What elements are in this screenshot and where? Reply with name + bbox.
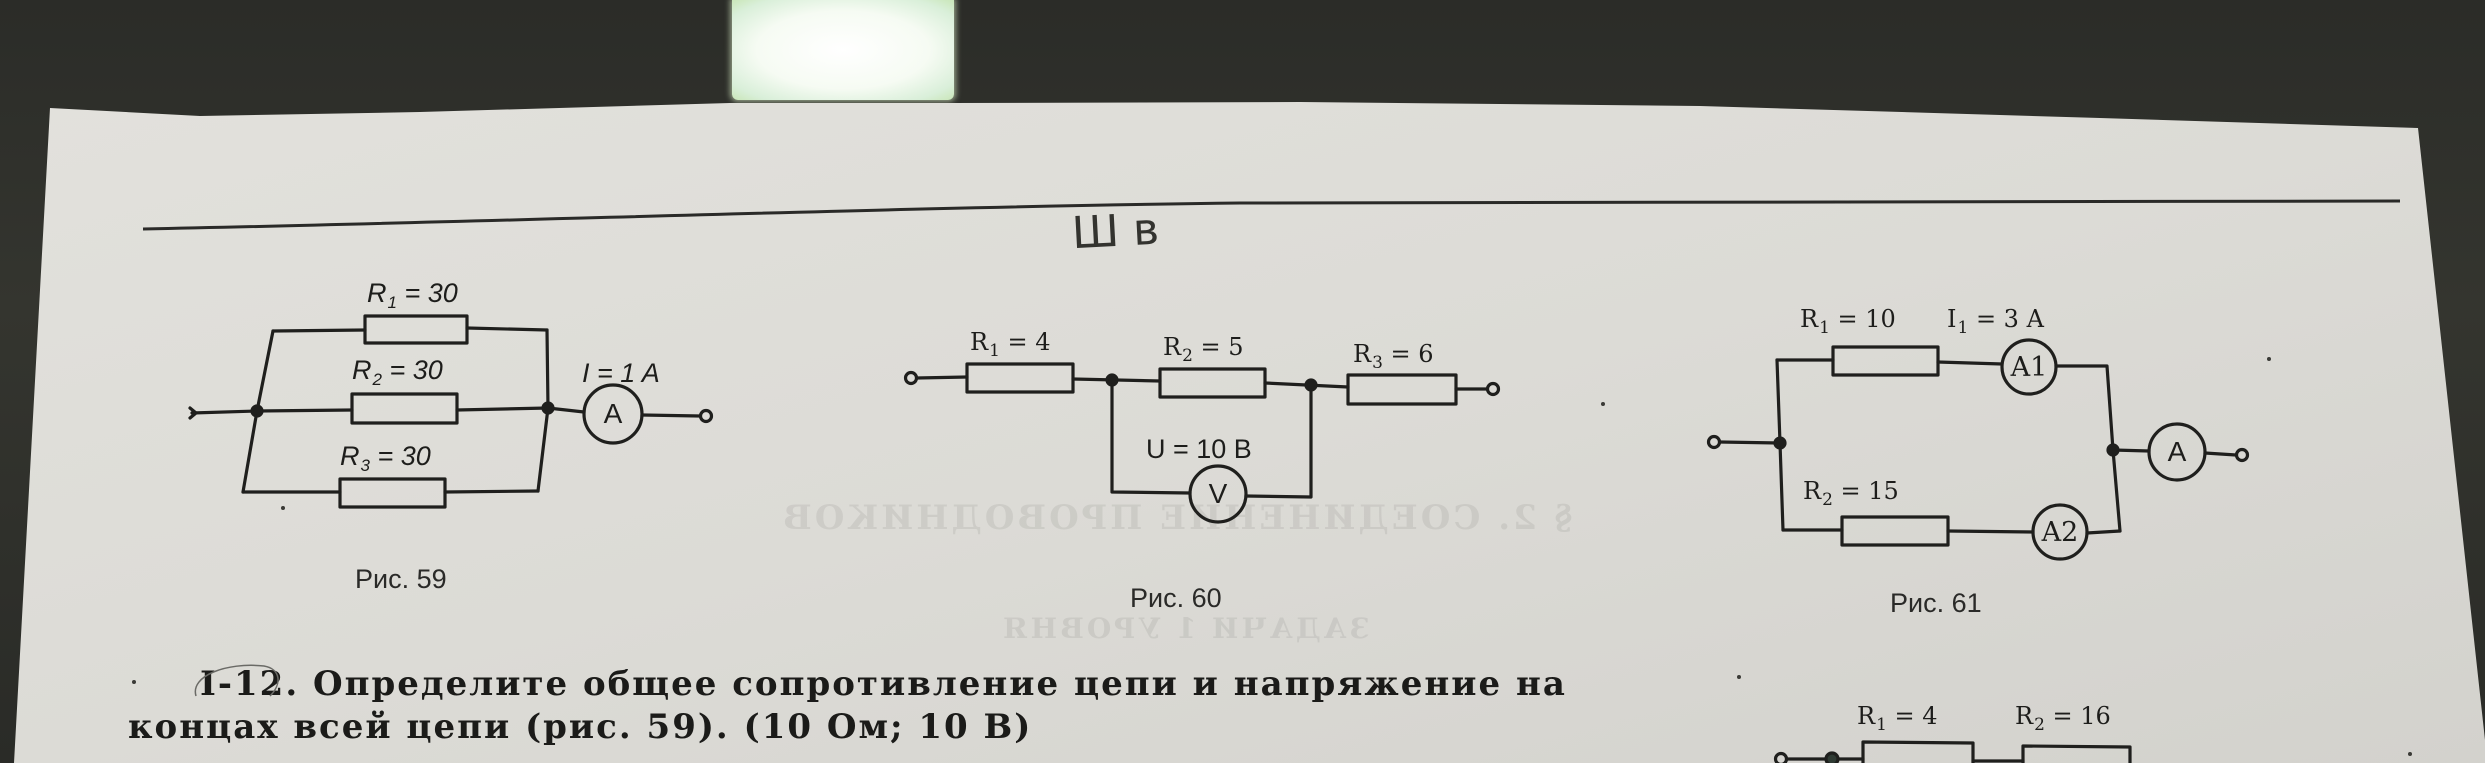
task-text-line1: Определите общее сопротивление цепи и на…	[313, 664, 1567, 704]
fig60-voltage-label: U = 10 B	[1146, 434, 1252, 464]
fig62-partial-circuit	[1773, 740, 2132, 763]
fig59-ammeter-symbol: A	[603, 398, 623, 429]
speck	[132, 680, 136, 684]
fig59-r3-label: R3 = 30	[340, 441, 431, 475]
fig59-terminal	[698, 408, 714, 424]
fig61-caption: Рис. 61	[1890, 588, 1982, 618]
fig62-r1-label: R1 = 4	[1857, 702, 1938, 735]
speck	[1737, 675, 1741, 679]
paper	[14, 102, 2485, 763]
task-number-circle-mark	[194, 664, 279, 697]
fig61-terminal-right	[2234, 447, 2250, 463]
fig60-circuit	[903, 362, 1501, 524]
fig60-voltmeter	[1188, 464, 1248, 524]
fig60-r2-label: R2 = 5	[1163, 333, 1244, 366]
fig61-i1-label: I1 = 3 A	[1947, 305, 2044, 338]
fig60-voltmeter-symbol: V	[1208, 478, 1228, 509]
task-number: I-12.	[200, 664, 300, 704]
fig61-r1-label: R1 = 10	[1800, 305, 1896, 338]
fig61-a1-symbol: A1	[2010, 352, 2048, 383]
fig60-caption: Рис. 60	[1130, 583, 1222, 613]
handwritten-note: Ш в	[1070, 203, 1161, 260]
speck	[281, 506, 285, 510]
speck	[2408, 752, 2412, 756]
fig59-r2-label: R2 = 30	[352, 355, 443, 389]
fig60-terminal-right	[1485, 381, 1501, 397]
task-line-1: I-12. Определите общее сопротивление цеп…	[200, 667, 1567, 701]
bleed-through-heading: § 2. СОЕДИНЕНИЕ ПРОВОДНИКОВ	[780, 498, 1573, 538]
fig60-r1-label: R1 = 4	[970, 328, 1051, 361]
bleed-through-subheading: ЗАДАЧИ 1 УРОВНЯ	[1000, 612, 1370, 645]
speck	[2267, 357, 2271, 361]
fig59-r1-label: R1 = 30	[367, 278, 458, 312]
fig61-a-symbol: A	[2167, 436, 2187, 467]
fig59-current-label: I = 1 A	[582, 358, 660, 388]
speck	[1601, 402, 1605, 406]
rule-line	[142, 199, 2401, 231]
fig61-r2-label: R2 = 15	[1803, 477, 1899, 510]
light-source	[732, 0, 954, 100]
fig59-caption: Рис. 59	[355, 564, 447, 594]
fig60-r3-label: R3 = 6	[1353, 340, 1434, 373]
fig62-r2-label: R2 = 16	[2015, 702, 2111, 735]
fig61-a2-symbol: A2	[2041, 517, 2079, 548]
task-line-2: концах всей цепи (рис. 59). (10 Ом; 10 В…	[128, 707, 1033, 747]
